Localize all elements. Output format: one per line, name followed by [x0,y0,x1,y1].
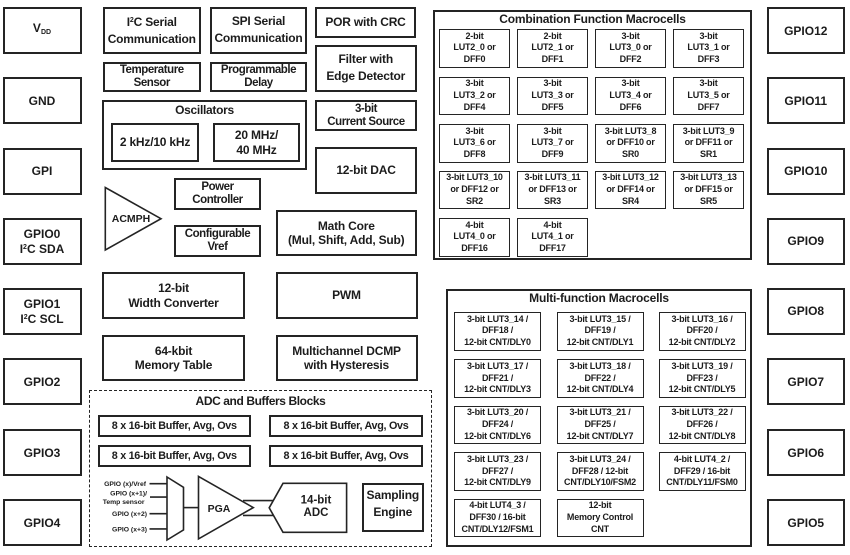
svg-text:ACMPH: ACMPH [112,213,151,225]
svg-text:ADC: ADC [304,507,329,519]
svg-text:GPIO (x+3): GPIO (x+3) [112,526,147,533]
svg-text:GPIO (x+2): GPIO (x+2) [112,511,147,518]
svg-text:Temp sensor: Temp sensor [103,499,145,506]
svg-text:GPIO (x)/Vref: GPIO (x)/Vref [104,481,147,488]
svg-text:GPIO (x+1)/: GPIO (x+1)/ [110,491,147,498]
svg-text:PGA: PGA [208,503,231,515]
svg-text:14-bit: 14-bit [301,495,332,507]
